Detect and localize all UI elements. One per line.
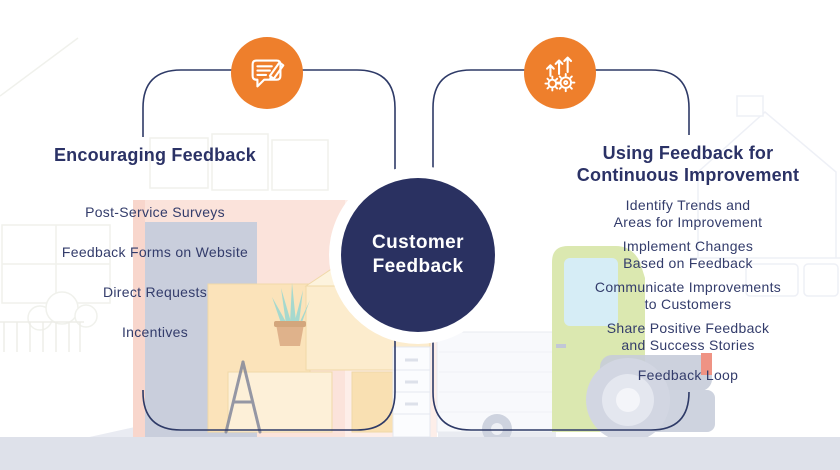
drawer-lines [393,369,430,415]
hub-title: Customer Feedback [372,232,464,277]
cargo-slats [439,351,552,413]
plant-pot-rim [274,321,306,327]
chimney-outline [736,95,764,117]
truck-wheel-small-hub [491,423,503,435]
list-item: Identify Trends and Areas for Improvemen… [613,197,763,230]
list-item: Incentives [121,324,189,340]
roof-outline [0,37,79,97]
left-panel-heading: Encouraging Feedback [53,145,257,165]
list-item: Communicate Improvements to Customers [594,279,782,312]
list-item: Direct Requests [102,284,208,300]
up-arrow [546,64,555,77]
moving-truck [436,246,715,444]
outline-box [211,133,269,191]
faint-outlines [0,37,329,352]
encouraging-feedback-badge [231,37,303,109]
right-panel-heading: Using Feedback for Continuous Improvemen… [576,143,800,185]
list-item: Feedback Forms on Website [61,244,249,260]
continuous-improvement-badge [524,37,596,109]
truck-wheel-hub [616,388,640,412]
house-outline [697,111,837,258]
potted-plant [272,283,310,346]
plant-leaves [272,283,310,326]
hub-circle: Customer Feedback [341,178,495,332]
customer-feedback-hub: Customer Feedback [329,166,507,344]
truck-mirror [556,344,566,348]
left-panel-items: Post-Service Surveys Feedback Forms on W… [0,202,310,343]
outline-box [271,139,329,191]
up-arrow [554,59,564,76]
plant-pot [276,324,304,346]
outline-box [803,263,839,297]
list-item: Implement Changes Based on Feedback [622,238,754,271]
fence-outline [0,321,84,352]
list-item: Share Positive Feedback and Success Stor… [606,320,770,353]
right-panel-border [432,69,690,431]
faint-house-right [690,95,840,297]
up-arrow [563,56,573,74]
chat-message-edit-icon [251,59,285,88]
truck-window [564,258,618,326]
drawer-cabinet [392,346,431,438]
gear-large [556,73,576,93]
window-mullions [2,225,110,303]
drawer-handles [405,358,418,406]
right-panel-items: Identify Trends and Areas for Improvemen… [554,197,822,384]
outline-box [745,263,799,297]
truck-tail-light [701,353,712,375]
list-item: Post-Service Surveys [85,204,225,220]
easel [224,360,262,434]
list-item: Feedback Loop [637,367,739,383]
outline-box [149,137,209,189]
bottom-band [0,437,840,470]
growth-arrows-gears-icon [544,56,576,93]
wall-edge-strip [133,200,145,438]
